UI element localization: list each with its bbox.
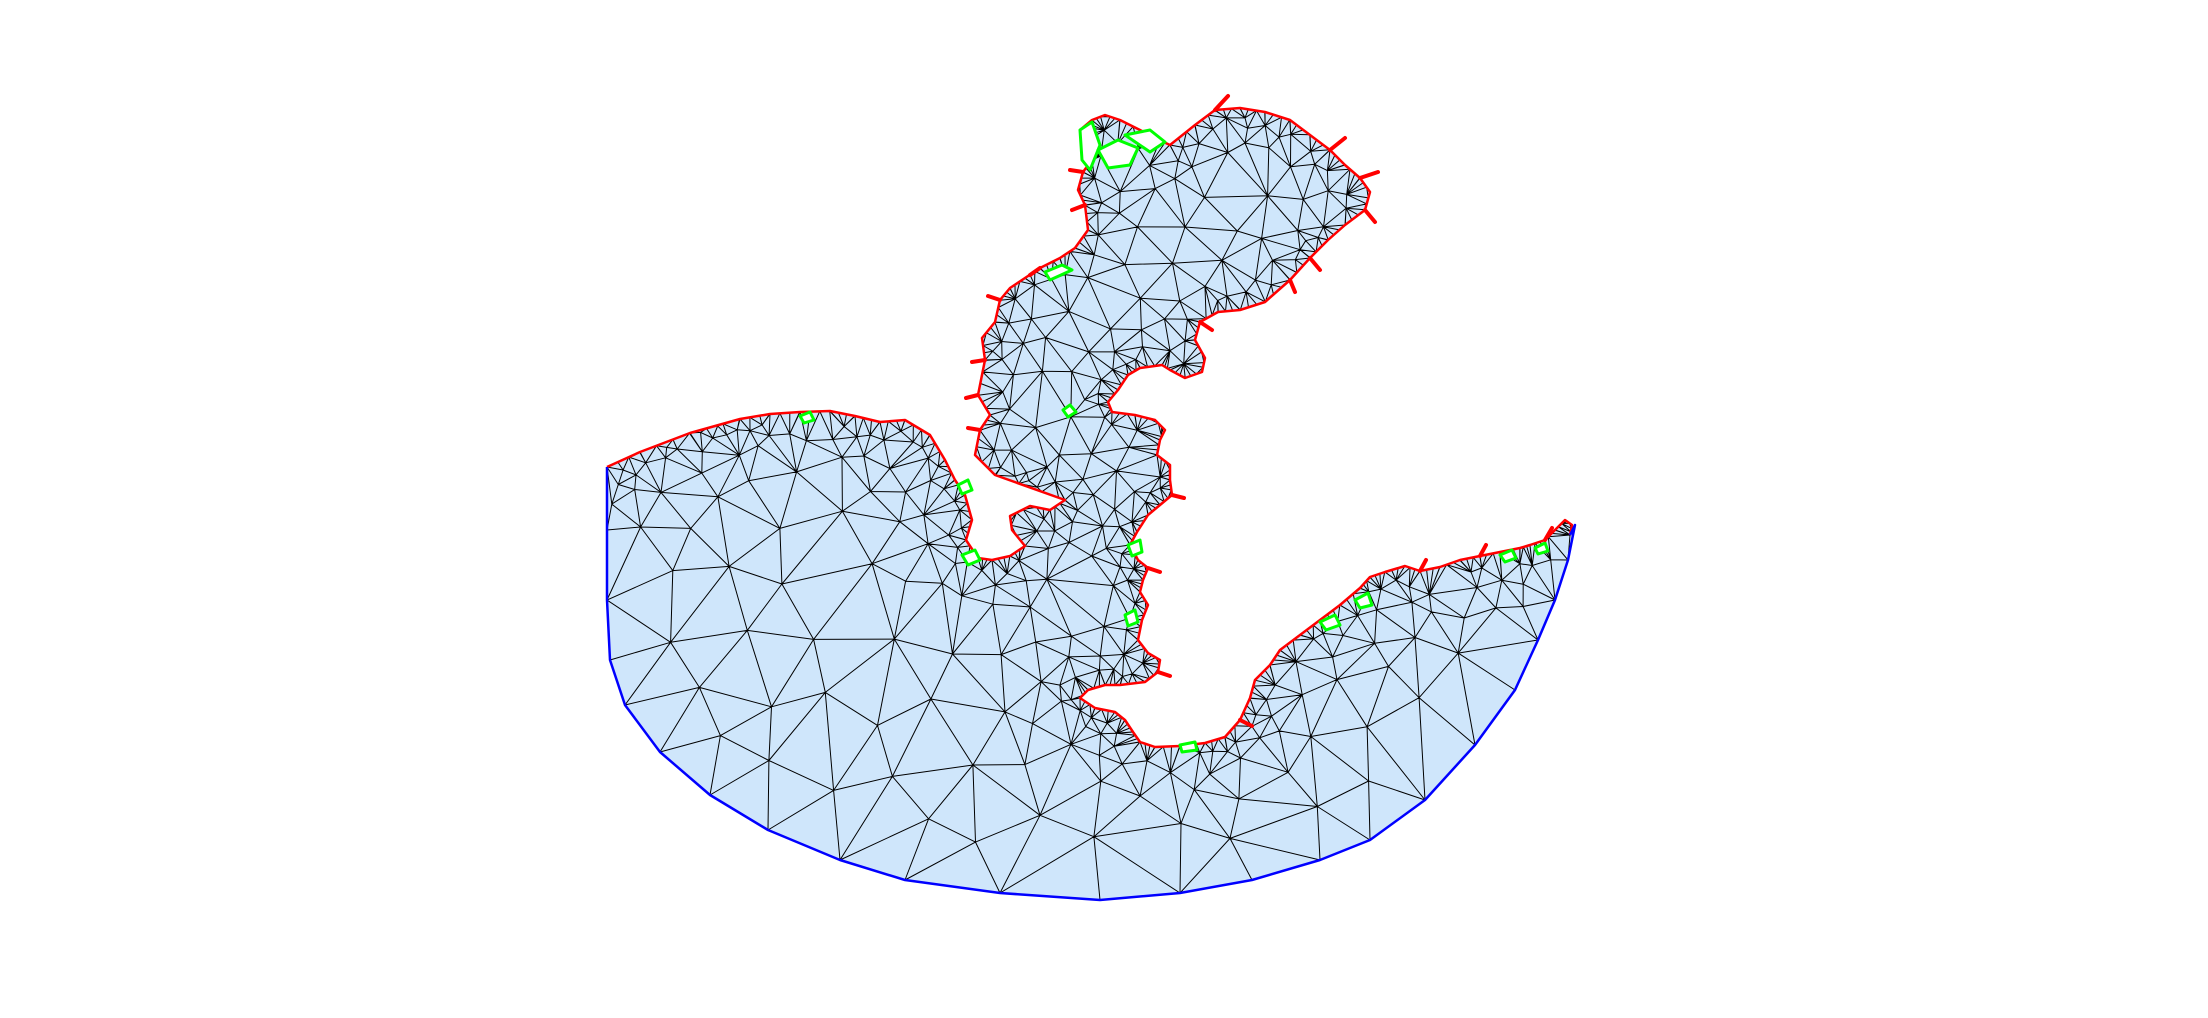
island-8 — [1126, 538, 1144, 558]
inlet-13 — [964, 393, 980, 400]
inlet-11 — [970, 358, 987, 364]
island-12 — [1498, 548, 1518, 564]
inlet-3 — [1358, 170, 1380, 180]
inlet-8 — [1068, 168, 1085, 174]
island-9 — [1123, 608, 1140, 628]
inlet-15 — [1170, 493, 1186, 500]
inlet-20 — [1478, 543, 1488, 558]
island-15 — [798, 410, 816, 425]
land-boundary — [606, 106, 1574, 749]
island-10 — [1318, 613, 1342, 632]
island-4 — [1043, 263, 1074, 282]
inlet-19 — [1418, 558, 1428, 573]
water-domain — [607, 108, 1575, 900]
islands — [798, 120, 1550, 754]
inlet-18 — [1238, 718, 1254, 728]
inlet-12 — [966, 426, 982, 432]
island-13 — [1533, 541, 1550, 556]
inlet-4 — [1363, 208, 1377, 224]
inlet-21 — [1543, 526, 1554, 542]
inlet-2 — [1328, 136, 1347, 152]
island-7 — [960, 548, 982, 567]
inlet-6 — [1288, 278, 1297, 294]
inlet-5 — [1308, 256, 1322, 272]
island-6 — [956, 478, 974, 496]
island-3 — [1123, 128, 1167, 154]
island-5 — [1061, 403, 1078, 419]
inlet-7 — [1070, 203, 1087, 212]
inlet-1 — [1213, 94, 1230, 112]
island-1 — [1078, 120, 1102, 172]
open-boundary — [605, 467, 1577, 902]
island-14 — [1178, 740, 1199, 754]
island-2 — [1096, 138, 1140, 170]
inlet-17 — [1156, 670, 1172, 678]
inlet-14 — [1198, 320, 1214, 332]
island-11 — [1353, 591, 1374, 610]
inlet-16 — [1146, 566, 1162, 574]
coastal-inlets — [964, 94, 1554, 728]
inlet-10 — [986, 294, 1002, 302]
inlet-9 — [1028, 266, 1042, 277]
